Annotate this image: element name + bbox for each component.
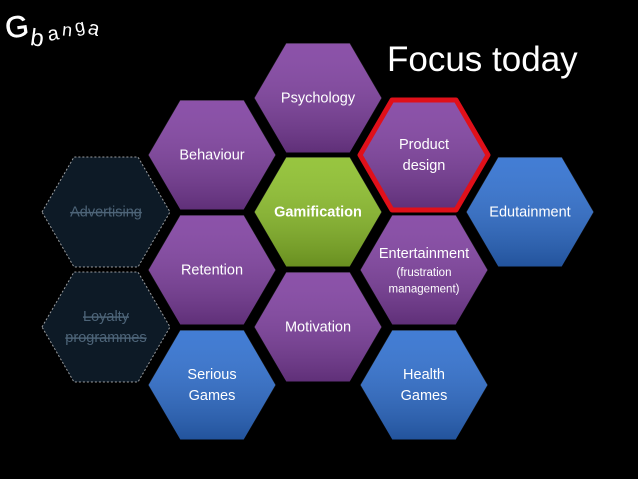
hexagon-label: Motivation	[285, 320, 351, 336]
hexagon-product-design: Product design	[357, 97, 491, 213]
svg-text:n: n	[61, 19, 73, 40]
hexagon-shading	[254, 43, 382, 153]
svg-text:g: g	[73, 15, 87, 37]
hexagon-shading	[148, 215, 276, 325]
hexagon-label: (frustration	[397, 267, 452, 279]
hexagon-shading	[466, 157, 594, 267]
hexagon-shading	[254, 157, 382, 267]
hexagon-label: Games	[401, 388, 448, 404]
hexagon-label: Psychology	[281, 91, 356, 107]
hexagon-edutainment: Edutainment	[465, 156, 595, 268]
hexagon-label: Retention	[181, 263, 243, 279]
hexagon-shading	[254, 272, 382, 382]
hexagon-advertising: Advertising	[41, 156, 171, 268]
hexagon-shading	[360, 215, 488, 325]
hexagon-label: Health	[403, 367, 445, 383]
hexagon-label: Games	[189, 388, 236, 404]
hexagon-label: Serious	[187, 367, 236, 383]
hexagon-label: design	[403, 158, 446, 174]
hexagon-motivation: Motivation	[253, 271, 383, 383]
hexagon-shape	[41, 271, 171, 383]
slide-title: Focus today	[387, 40, 578, 79]
hexagon-label: Advertising	[70, 205, 142, 221]
svg-text:a: a	[46, 22, 62, 46]
hexagon-shape	[41, 156, 171, 268]
highlight-outline	[357, 97, 491, 213]
hexagon-retention: Retention	[147, 214, 277, 326]
hexagon-shading	[148, 100, 276, 210]
hexagon-loyalty: Loyalty programmes	[41, 271, 171, 383]
hexagon-label: programmes	[65, 330, 146, 346]
hexagon-shading	[148, 330, 276, 440]
svg-text:G: G	[4, 9, 31, 45]
hexagon-psychology: Psychology	[253, 42, 383, 154]
hexagon-label: Behaviour	[179, 148, 244, 164]
hexagon-label: Entertainment	[379, 246, 469, 262]
hexagon-label: Gamification	[274, 205, 362, 221]
hexagon-gamification: Gamification	[253, 156, 383, 268]
svg-text:b: b	[29, 24, 46, 52]
hexagon-behaviour: Behaviour	[147, 99, 277, 211]
hexagon-label: Product	[399, 137, 449, 153]
hexagon-shading	[360, 100, 488, 210]
hexagon-label: Loyalty	[83, 309, 130, 325]
hexagon-label: Edutainment	[489, 205, 570, 221]
hexagon-shading	[360, 330, 488, 440]
gbanga-logo: G b a n g a	[4, 9, 103, 52]
hexagon-entertainment: Entertainment (frustration management)	[359, 214, 489, 326]
hexagon-label: management)	[389, 284, 460, 296]
